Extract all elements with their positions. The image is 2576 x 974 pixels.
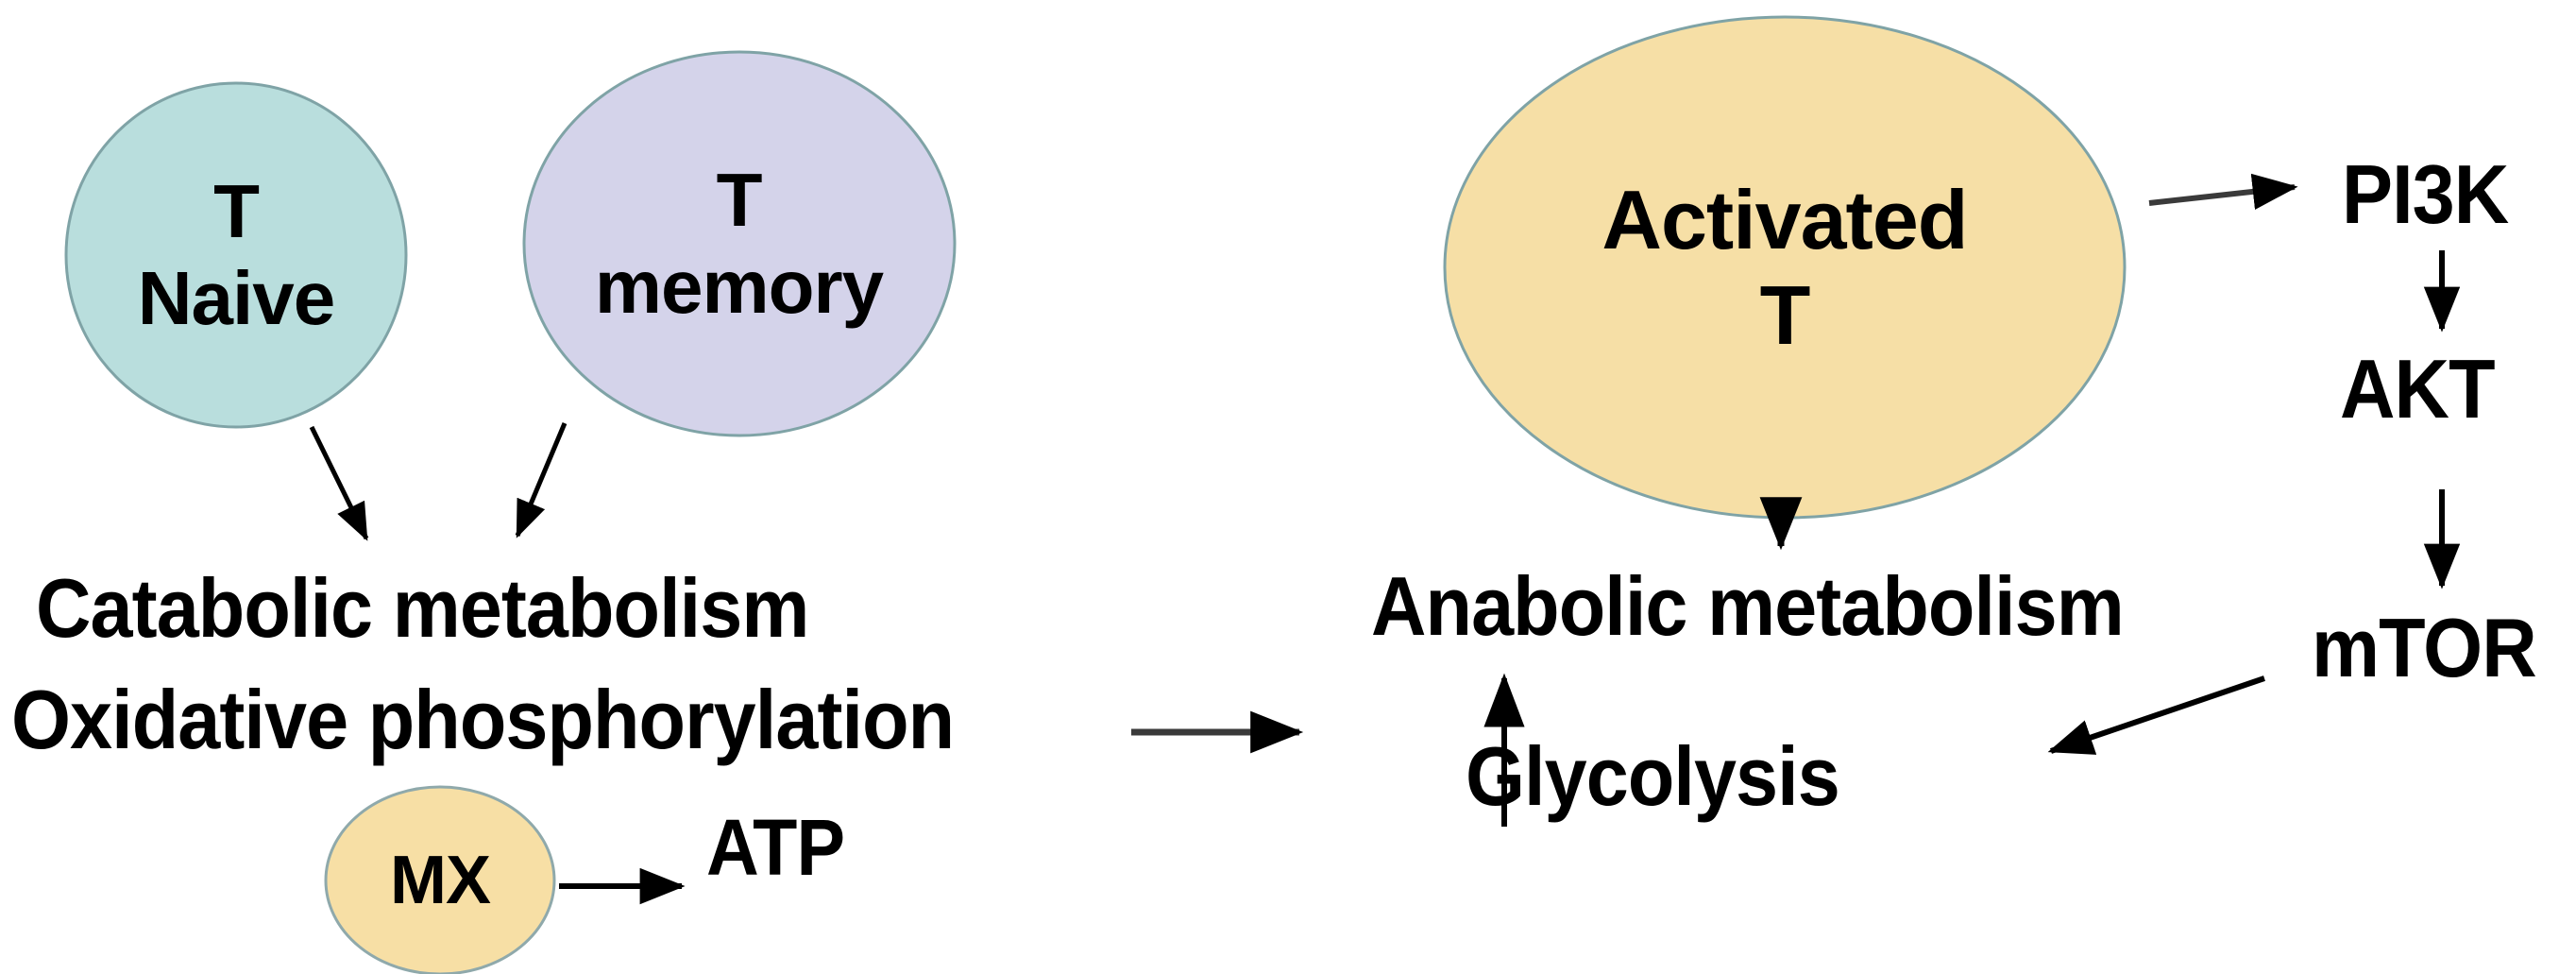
t-memory-line2: memory	[594, 244, 884, 329]
oxidative-phosphorylation-label: Oxidative phosphorylation	[11, 673, 955, 766]
edge-tnaive-to-catabolic	[309, 425, 369, 541]
t-memory-label: T memory	[524, 52, 954, 435]
activated-t-label: Activated T	[1445, 17, 2125, 518]
activated-t-line1: Activated	[1602, 172, 1968, 266]
glycolysis-label: Glycolysis	[1466, 729, 1840, 823]
t-memory-line1: T	[716, 157, 763, 242]
t-memory-ellipse	[522, 50, 957, 437]
t-naive-line1: T	[213, 169, 260, 253]
mtor-label: mTOR	[2312, 601, 2537, 694]
anabolic-metabolism-label: Anabolic metabolism	[1371, 559, 2125, 653]
edge-activated-t-to-pi3k	[2148, 173, 2298, 210]
mx-ellipse	[324, 785, 556, 974]
edge-tmemory-to-catabolic	[515, 422, 568, 538]
t-naive-line2: Naive	[137, 256, 335, 340]
akt-label: AKT	[2340, 342, 2496, 436]
pi3k-label: PI3K	[2342, 147, 2509, 241]
catabolic-metabolism-label: Catabolic metabolism	[36, 561, 809, 655]
mx-label: MX	[326, 787, 554, 974]
atp-label: ATP	[706, 803, 845, 892]
mx-text: MX	[390, 842, 491, 918]
t-naive-circle	[64, 81, 408, 429]
edge-mtor-to-glycolysis	[2047, 675, 2265, 755]
activated-t-line2: T	[1759, 268, 1811, 362]
t-naive-label: T Naive	[66, 85, 406, 425]
